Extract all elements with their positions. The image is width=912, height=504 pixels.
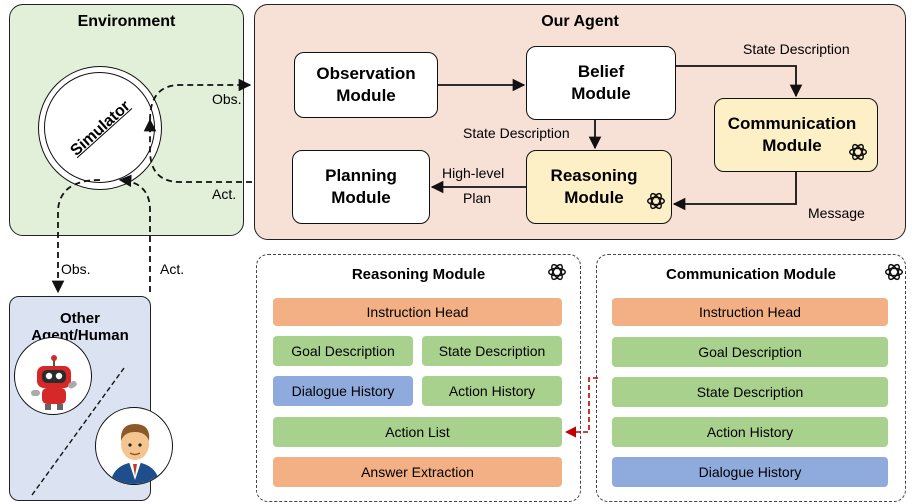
belief-module: Belief Module: [526, 46, 676, 120]
our-agent-title: Our Agent: [541, 13, 619, 30]
robot-avatar: [14, 337, 92, 415]
observation-module: Observation Module: [294, 52, 438, 118]
label-high-level: High-level: [442, 165, 505, 181]
simulator-ring: Simulator: [38, 66, 162, 190]
label-message: Message: [808, 205, 865, 221]
label-state-description-top: State Description: [743, 41, 850, 57]
communication-module-line1: Communication: [727, 114, 857, 133]
openai-logo-icon: [885, 263, 903, 281]
rm-action-history: Action History: [422, 376, 562, 406]
cm-state-description: State Description: [612, 377, 888, 407]
reasoning-prompt-title: Reasoning Module: [351, 266, 486, 283]
rm-action-list: Action List: [273, 417, 562, 447]
planning-module: Planning Module: [292, 150, 430, 224]
observation-module-line2: Module: [336, 86, 396, 105]
label-plan: Plan: [463, 190, 492, 206]
label-obs-down: Obs.: [61, 261, 91, 277]
rm-instruction-head: Instruction Head: [273, 298, 562, 326]
rm-dialogue-history: Dialogue History: [273, 376, 413, 406]
cm-instruction-head: Instruction Head: [612, 298, 888, 326]
cm-goal-description: Goal Description: [612, 337, 888, 367]
rm-goal-description: Goal Description: [273, 336, 413, 366]
label-act-right: Act.: [212, 186, 237, 202]
environment-title: Environment: [77, 13, 176, 30]
label-state-description-mid: State Description: [463, 125, 570, 141]
observation-module-line1: Observation: [316, 64, 416, 83]
communication-module: Communication Module: [714, 98, 878, 172]
belief-module-line2: Module: [571, 84, 631, 103]
communication-prompt-title: Communication Module: [666, 266, 836, 283]
cm-action-history: Action History: [612, 417, 888, 447]
label-obs-right: Obs.: [212, 91, 242, 107]
simulator-label: Simulator: [67, 97, 134, 160]
cm-dialogue-history: Dialogue History: [612, 457, 888, 487]
label-act-up: Act.: [160, 261, 185, 277]
openai-logo-icon: [647, 192, 665, 210]
belief-module-line1: Belief: [577, 62, 625, 81]
communication-module-line2: Module: [762, 136, 822, 155]
planning-module-line1: Planning: [325, 166, 397, 185]
openai-logo-icon: [548, 263, 566, 281]
reasoning-module-line2: Module: [564, 188, 624, 207]
planning-module-line2: Module: [331, 188, 391, 207]
rm-answer-extraction: Answer Extraction: [273, 457, 562, 487]
reasoning-module: Reasoning Module: [526, 150, 672, 224]
human-avatar: [95, 407, 173, 485]
reasoning-module-line1: Reasoning: [550, 166, 638, 185]
rm-state-description: State Description: [422, 336, 562, 366]
openai-logo-icon: [849, 143, 867, 161]
